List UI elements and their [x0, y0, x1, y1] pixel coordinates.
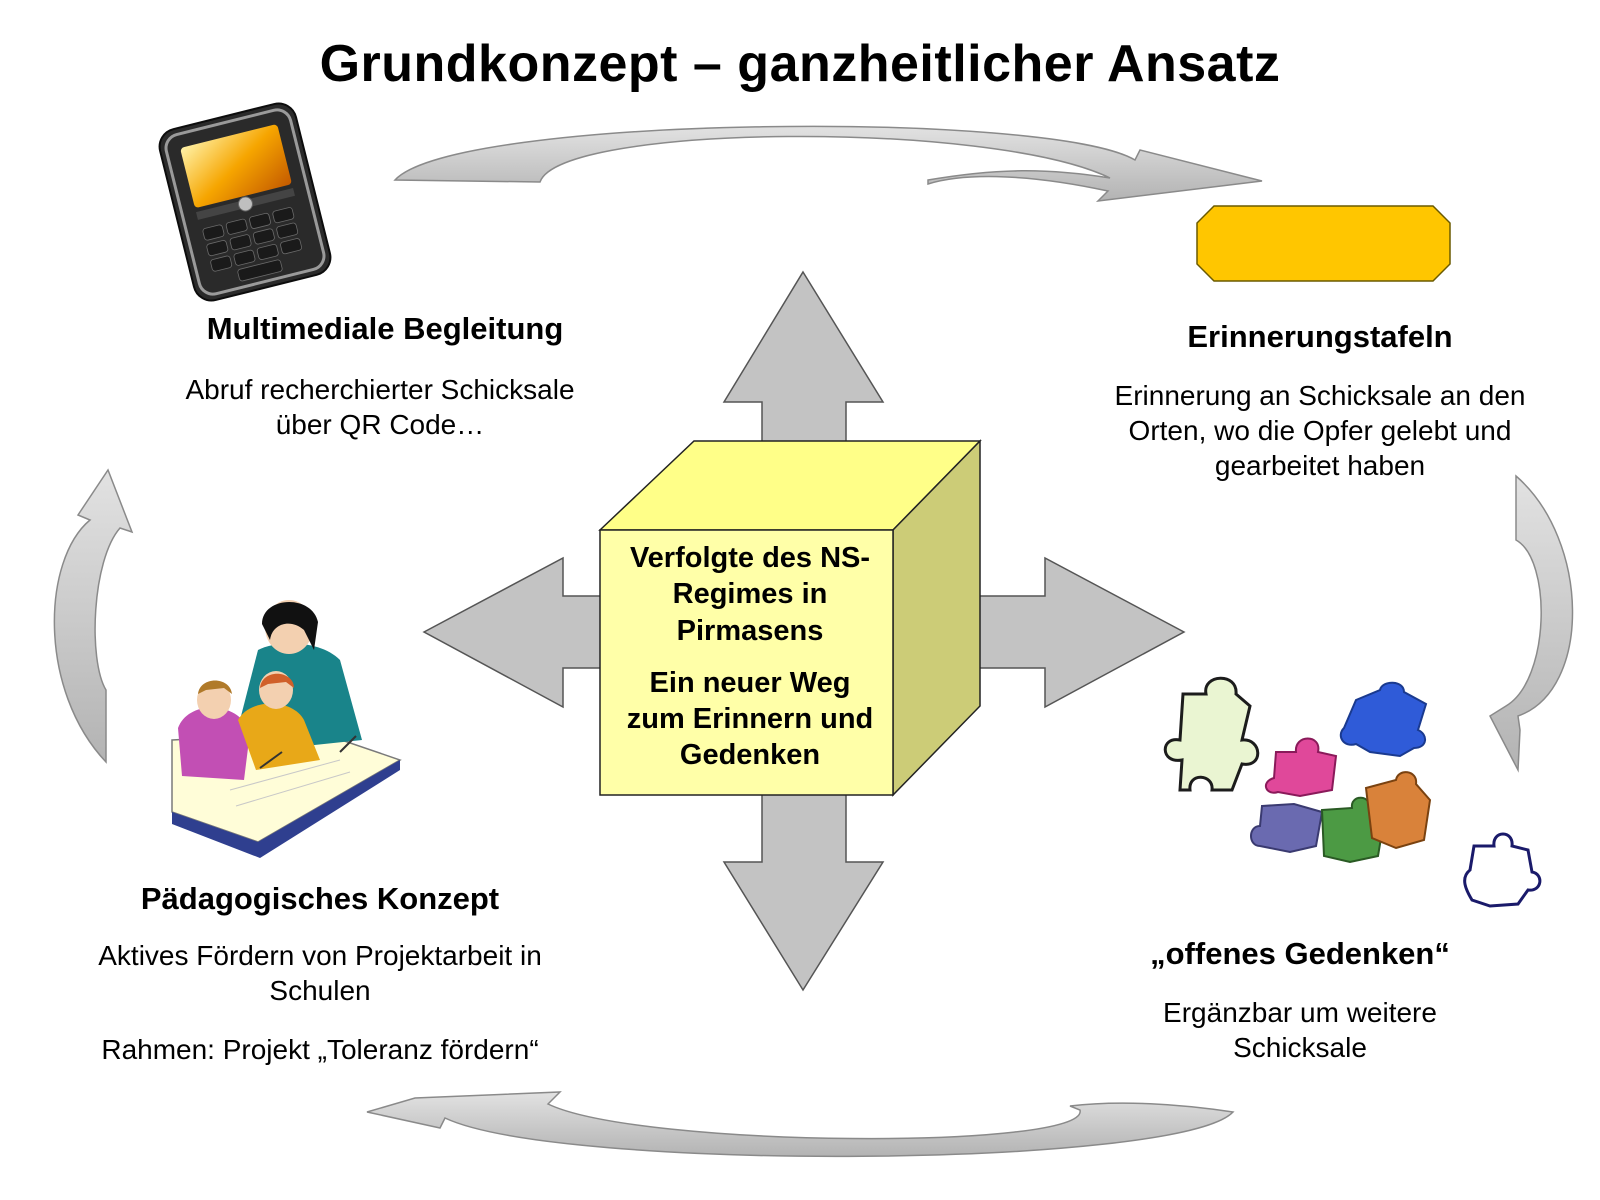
cycle-arrow-top — [393, 125, 1263, 203]
center-text-line1: Verfolgte des NS-Regimes in Pirmasens — [629, 542, 871, 647]
pedagogy-frame-text: Rahmen: Projekt „Toleranz fördern“ — [101, 1034, 539, 1065]
pedagogy-heading: Pädagogisches Konzept — [140, 881, 500, 916]
cycle-arrow-left — [53, 468, 134, 764]
four-way-arrow — [422, 270, 1186, 992]
multimedia-heading: Multimediale Begleitung — [206, 311, 564, 346]
open-memorial-heading: „offenes Gedenken“ — [1150, 936, 1450, 971]
arrow-down — [722, 789, 885, 992]
cycle-arrow-right — [1489, 474, 1574, 773]
cube-front-face — [599, 529, 894, 796]
center-cube — [598, 439, 982, 797]
smartphone-icon — [158, 102, 332, 302]
pedagogy-text: Aktives Fördern von Projektarbeit in Sch… — [98, 940, 542, 1006]
center-text-line2: Ein neuer Weg zum Erinnern und Gedenken — [626, 666, 874, 772]
memorial-text: Erinnerung an Schicksale an den Orten, w… — [1114, 380, 1526, 481]
page-title: Grundkonzept – ganzheitlicher Ansatz — [319, 35, 1281, 93]
center-cube-text: Verfolgte des NS-Regimes in Pirmasens Ei… — [624, 540, 876, 774]
arrow-left — [422, 556, 623, 709]
puzzle-pieces-icon — [1163, 676, 1542, 908]
open-memorial-text: Ergänzbar um weitere Schicksale — [1163, 997, 1437, 1063]
students-teacher-icon — [171, 600, 402, 858]
memorial-heading: Erinnerungstafeln — [1187, 319, 1453, 354]
cycle-arrow-bottom — [366, 1091, 1235, 1158]
multimedia-text: Abruf recherchierter Schicksale über QR … — [185, 374, 575, 440]
memorial-plaque-icon — [1196, 205, 1451, 282]
arrow-right — [977, 556, 1186, 709]
